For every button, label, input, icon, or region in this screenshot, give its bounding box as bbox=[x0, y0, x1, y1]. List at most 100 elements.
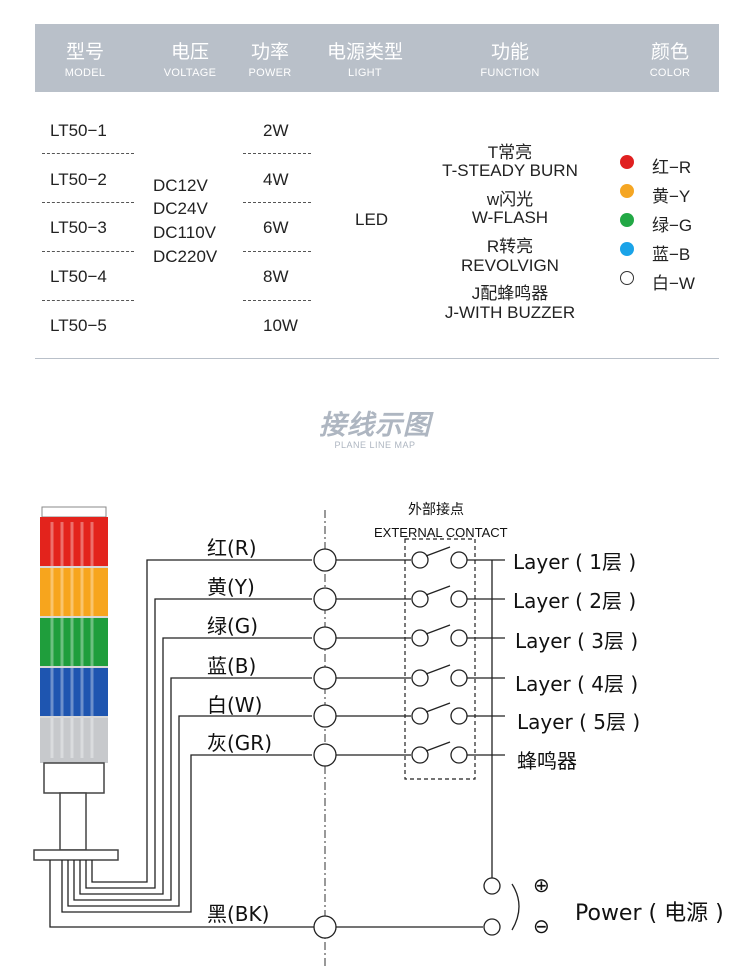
model-2: LT50−2 bbox=[50, 170, 107, 189]
model-1: LT50−1 bbox=[50, 121, 107, 140]
layer-label-3: Layer ( 3层 ) bbox=[515, 629, 639, 653]
header-voltage: 电压 VOLTAGE bbox=[155, 24, 225, 92]
power-divider bbox=[243, 202, 311, 203]
header-light-en: LIGHT bbox=[348, 67, 382, 79]
switch-feed-lines bbox=[336, 559, 411, 756]
header-light-zh: 电源类型 bbox=[326, 41, 403, 63]
voltage-24: DC24V bbox=[153, 199, 208, 218]
contact-label-zh: 外部接点 bbox=[408, 501, 464, 517]
power-divider bbox=[243, 300, 311, 301]
model-3: LT50−3 bbox=[50, 218, 107, 237]
color-label-green: 绿−G bbox=[652, 216, 693, 235]
wire-label-black: 黑(BK) bbox=[207, 902, 270, 926]
power-6w: 6W bbox=[263, 218, 289, 237]
terminal-ground bbox=[313, 915, 337, 939]
power-bracket bbox=[511, 883, 520, 931]
layer-label-2: Layer ( 2层 ) bbox=[513, 589, 637, 613]
wire-label-blue: 蓝(B) bbox=[207, 654, 257, 678]
header-power-en: POWER bbox=[248, 67, 292, 79]
function-item: w闪光 bbox=[486, 190, 534, 209]
power-divider bbox=[243, 251, 311, 252]
function-item: REVOLVIGN bbox=[461, 256, 559, 275]
tower-layer-yellow bbox=[40, 567, 108, 617]
external-contact-box bbox=[404, 538, 476, 780]
layer-label-5: Layer ( 5层 ) bbox=[517, 710, 641, 734]
function-item: J配蜂鸣器 bbox=[471, 284, 549, 303]
header-model: 型号 MODEL bbox=[50, 24, 120, 92]
light-tower bbox=[33, 506, 119, 861]
model-divider bbox=[42, 202, 134, 203]
color-label-red: 红−R bbox=[652, 158, 692, 177]
header-model-en: MODEL bbox=[64, 67, 106, 79]
model-5: LT50−5 bbox=[50, 316, 107, 335]
model-4: LT50−4 bbox=[50, 267, 107, 286]
layer-label-4: Layer ( 4层 ) bbox=[515, 672, 639, 696]
terminal bbox=[313, 743, 337, 767]
header-color: 颜色 COLOR bbox=[635, 24, 705, 92]
power-label: Power ( 电源 ) bbox=[575, 901, 724, 926]
power-2w: 2W bbox=[263, 121, 289, 140]
header-voltage-zh: 电压 bbox=[170, 41, 209, 63]
header-function-zh: 功能 bbox=[490, 41, 529, 63]
header-color-zh: 颜色 bbox=[650, 41, 689, 63]
tower-joints bbox=[40, 566, 108, 718]
power-terminal-minus bbox=[483, 918, 501, 936]
color-label-blue: 蓝−B bbox=[652, 245, 691, 264]
diagram-subtitle: PLANE LINE MAP bbox=[334, 440, 416, 450]
color-dot-red bbox=[620, 155, 634, 169]
function-item: R转亮 bbox=[486, 237, 534, 256]
power-8w: 8W bbox=[263, 267, 289, 286]
header-function-en: FUNCTION bbox=[480, 67, 540, 79]
power-4w: 4W bbox=[263, 170, 289, 189]
tower-wires bbox=[49, 559, 314, 928]
minus-icon: ⊖ bbox=[533, 916, 550, 938]
color-dot-blue bbox=[620, 242, 634, 256]
wire-label-green: 绿(G) bbox=[207, 614, 259, 638]
model-divider bbox=[42, 251, 134, 252]
wire-label-white: 白(W) bbox=[207, 693, 263, 717]
header-voltage-en: VOLTAGE bbox=[163, 67, 217, 79]
wire-label-red: 红(R) bbox=[207, 536, 257, 560]
power-terminal-plus bbox=[483, 877, 501, 895]
power-10w: 10W bbox=[263, 316, 298, 335]
output-lines bbox=[336, 559, 505, 928]
power-terminals bbox=[483, 877, 520, 936]
buzzer-label: 蜂鸣器 bbox=[517, 749, 577, 773]
terminal bbox=[313, 704, 337, 728]
diagram-title: 接线示图 bbox=[319, 410, 431, 441]
model-divider bbox=[42, 153, 134, 154]
tower-pole bbox=[59, 792, 87, 851]
header-model-zh: 型号 bbox=[65, 41, 104, 63]
tower-cap bbox=[41, 506, 107, 518]
color-label-white: 白−W bbox=[652, 274, 695, 293]
light-type: LED bbox=[355, 210, 389, 229]
contact-label-en: EXTERNAL CONTACT bbox=[374, 525, 508, 540]
header-function: 功能 FUNCTION bbox=[455, 24, 565, 92]
spec-table-header: 型号 MODEL 电压 VOLTAGE 功率 POWER 电源类型 LIGHT … bbox=[35, 24, 719, 92]
color-label-yellow: 黄−Y bbox=[652, 187, 691, 206]
function-item: T常亮 bbox=[487, 143, 533, 162]
tower-mount bbox=[33, 849, 119, 861]
color-dot-green bbox=[620, 213, 634, 227]
tower-layer-green bbox=[40, 617, 108, 667]
section-divider bbox=[35, 358, 719, 359]
header-color-en: COLOR bbox=[649, 67, 691, 79]
tower-layer-blue bbox=[40, 667, 108, 717]
color-dot-white bbox=[620, 271, 634, 285]
tower-ribs bbox=[50, 522, 94, 758]
model-divider bbox=[42, 300, 134, 301]
tower-layer-red bbox=[40, 517, 108, 567]
plus-icon: ⊕ bbox=[533, 875, 550, 897]
terminal bbox=[313, 626, 337, 650]
voltage-12: DC12V bbox=[153, 176, 208, 195]
header-power: 功率 POWER bbox=[235, 24, 305, 92]
function-item: W-FLASH bbox=[471, 208, 549, 227]
tower-base bbox=[43, 762, 105, 794]
voltage-110: DC110V bbox=[153, 223, 216, 242]
wire-label-gray: 灰(GR) bbox=[207, 731, 272, 755]
terminal bbox=[313, 666, 337, 690]
tower-layer-gray bbox=[40, 717, 108, 763]
terminal bbox=[313, 587, 337, 611]
header-power-zh: 功率 bbox=[250, 41, 289, 63]
